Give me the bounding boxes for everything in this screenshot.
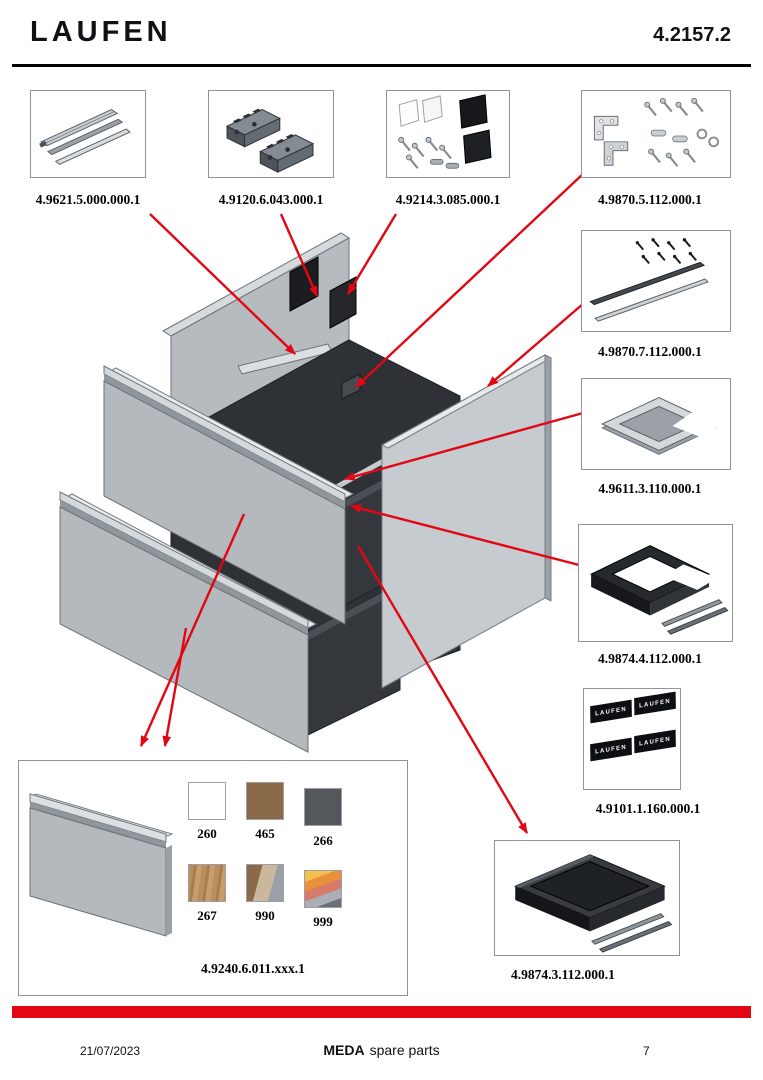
right-side-panel — [380, 354, 553, 689]
part-thumbnail-inner-frame — [601, 397, 722, 455]
part-card-angle-brackets — [581, 90, 731, 178]
callout-arrow — [349, 504, 584, 568]
finish-swatch — [304, 788, 342, 826]
part-thumbnail-mounting — [225, 108, 314, 173]
part-card-rails — [30, 90, 146, 178]
callout-arrow — [279, 213, 319, 298]
laufen-logo-plate-text: LAUFEN — [639, 697, 671, 710]
document-number: 4.2157.2 — [653, 24, 731, 46]
part-thumbnail-drawer-box — [513, 854, 673, 953]
finish-swatch — [246, 782, 284, 820]
callout-arrow — [346, 213, 398, 295]
part-thumbnail-rails — [39, 109, 131, 165]
part-number-back-panels: 4.9214.3.085.000.1 — [395, 192, 501, 207]
part-number-logo-plates: 4.9101.1.160.000.1 — [595, 801, 701, 816]
part-thumbnail-profile-strips — [589, 237, 709, 322]
callout-arrow — [139, 513, 246, 748]
footer-date: 21/07/2023 — [80, 1044, 141, 1058]
footer-page-number: 7 — [643, 1044, 650, 1058]
part-card-profile-strips — [581, 230, 731, 332]
finish-swatch — [246, 864, 284, 902]
part-number-angle-brackets: 4.9870.5.112.000.1 — [598, 192, 702, 207]
part-number-drawer-box: 4.9874.3.112.000.1 — [511, 967, 615, 982]
finish-swatch — [188, 864, 226, 902]
laufen-logo-plate: LAUFEN — [634, 691, 676, 716]
part-number-inner-frame: 4.9611.3.110.000.1 — [598, 481, 702, 496]
part-card-back-panels — [386, 90, 510, 178]
laufen-logo-plate: LAUFEN — [634, 729, 676, 754]
laufen-logo-plate-text: LAUFEN — [595, 743, 627, 756]
footer-accent-bar — [12, 1006, 751, 1018]
callout-arrow — [162, 627, 188, 748]
finish-swatch-code: 990 — [255, 908, 275, 923]
part-number-drawer-front: 4.9240.6.011.xxx.1 — [201, 961, 305, 976]
finish-swatch-code: 266 — [313, 833, 333, 848]
part-card-drawer-frame-dark — [578, 524, 733, 642]
part-thumbnail-angle-brackets — [593, 97, 720, 168]
finish-swatch — [188, 782, 226, 820]
callout-arrow — [149, 213, 296, 355]
part-card-drawer-box — [494, 840, 680, 956]
finish-swatch-code: 260 — [197, 826, 217, 841]
callout-arrow — [343, 411, 584, 481]
part-number-mounting: 4.9120.6.043.000.1 — [218, 192, 324, 207]
part-card-logo-plates: LAUFEN LAUFEN LAUFEN LAUFEN — [583, 688, 681, 790]
part-thumbnail-back-panels — [397, 94, 492, 170]
laufen-logo-plate: LAUFEN — [590, 737, 632, 762]
footer-product-name: MEDA — [323, 1042, 365, 1058]
part-number-drawer-frame-dark: 4.9874.4.112.000.1 — [598, 651, 702, 666]
part-thumbnail-drawer-front — [29, 793, 174, 937]
part-thumbnail-drawer-frame-dark — [589, 545, 729, 635]
laufen-logo: LAUFEN — [30, 16, 172, 48]
cabinet-carcass — [162, 232, 461, 691]
laufen-logo-plate: LAUFEN — [590, 699, 632, 724]
laufen-logo-plate-text: LAUFEN — [595, 705, 627, 718]
part-number-profile-strips: 4.9870.7.112.000.1 — [598, 344, 702, 359]
part-number-rails: 4.9621.5.000.000.1 — [35, 192, 141, 207]
finish-swatch-code: 267 — [197, 908, 217, 923]
footer-caption: spare parts — [369, 1042, 440, 1058]
drawer-1-front — [103, 365, 355, 625]
part-card-mounting — [208, 90, 334, 178]
header-rule — [12, 64, 751, 67]
finish-swatch-code: 999 — [313, 914, 333, 929]
finish-swatch-code: 465 — [255, 826, 275, 841]
callout-arrows — [139, 172, 585, 834]
laufen-logo-plate-text: LAUFEN — [639, 735, 671, 748]
drawer-side-walls — [307, 454, 429, 736]
finish-swatch — [304, 870, 342, 908]
part-card-inner-frame — [581, 378, 731, 470]
drawer-2-front — [59, 491, 318, 753]
